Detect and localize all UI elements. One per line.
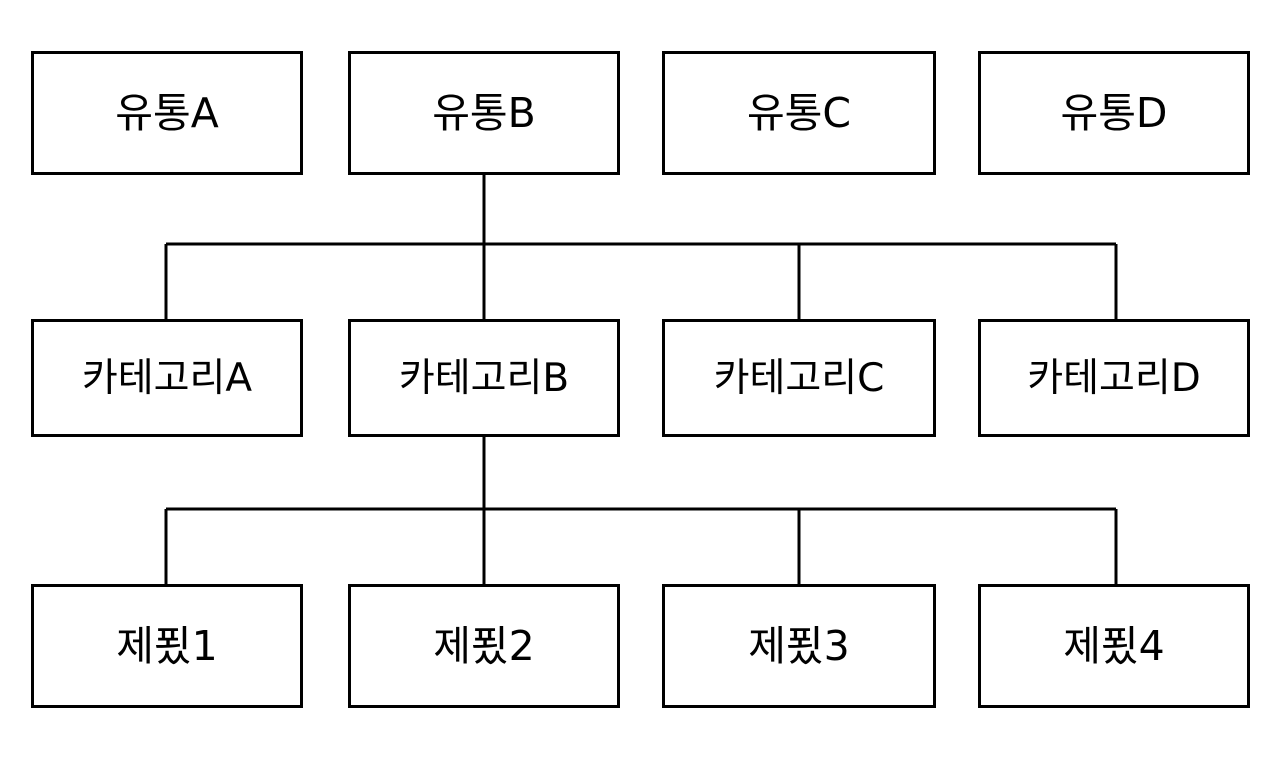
node-label: 유통C [746,88,852,137]
node-product-2[interactable]: 제푔2 [348,584,620,708]
node-label: 제푔2 [433,621,535,670]
node-label: 유통D [1060,88,1168,137]
node-distribution-d[interactable]: 유통D [978,51,1250,175]
node-category-d[interactable]: 카테고리D [978,319,1250,437]
node-product-3[interactable]: 제푔3 [662,584,936,708]
node-distribution-b[interactable]: 유통B [348,51,620,175]
node-label: 제푔1 [116,621,218,670]
node-distribution-c[interactable]: 유통C [662,51,936,175]
node-product-4[interactable]: 제푔4 [978,584,1250,708]
node-label: 제푔4 [1063,621,1165,670]
node-distribution-a[interactable]: 유통A [31,51,303,175]
node-label: 카테고리B [398,355,570,401]
node-label: 카테고리C [713,355,885,401]
node-category-b[interactable]: 카테고리B [348,319,620,437]
node-label: 카테고리A [81,355,253,401]
node-category-c[interactable]: 카테고리C [662,319,936,437]
node-category-a[interactable]: 카테고리A [31,319,303,437]
node-label: 유통B [432,88,536,137]
node-label: 카테고리D [1027,355,1201,401]
node-label: 유통A [115,88,219,137]
node-label: 제푔3 [748,621,850,670]
node-product-1[interactable]: 제푔1 [31,584,303,708]
